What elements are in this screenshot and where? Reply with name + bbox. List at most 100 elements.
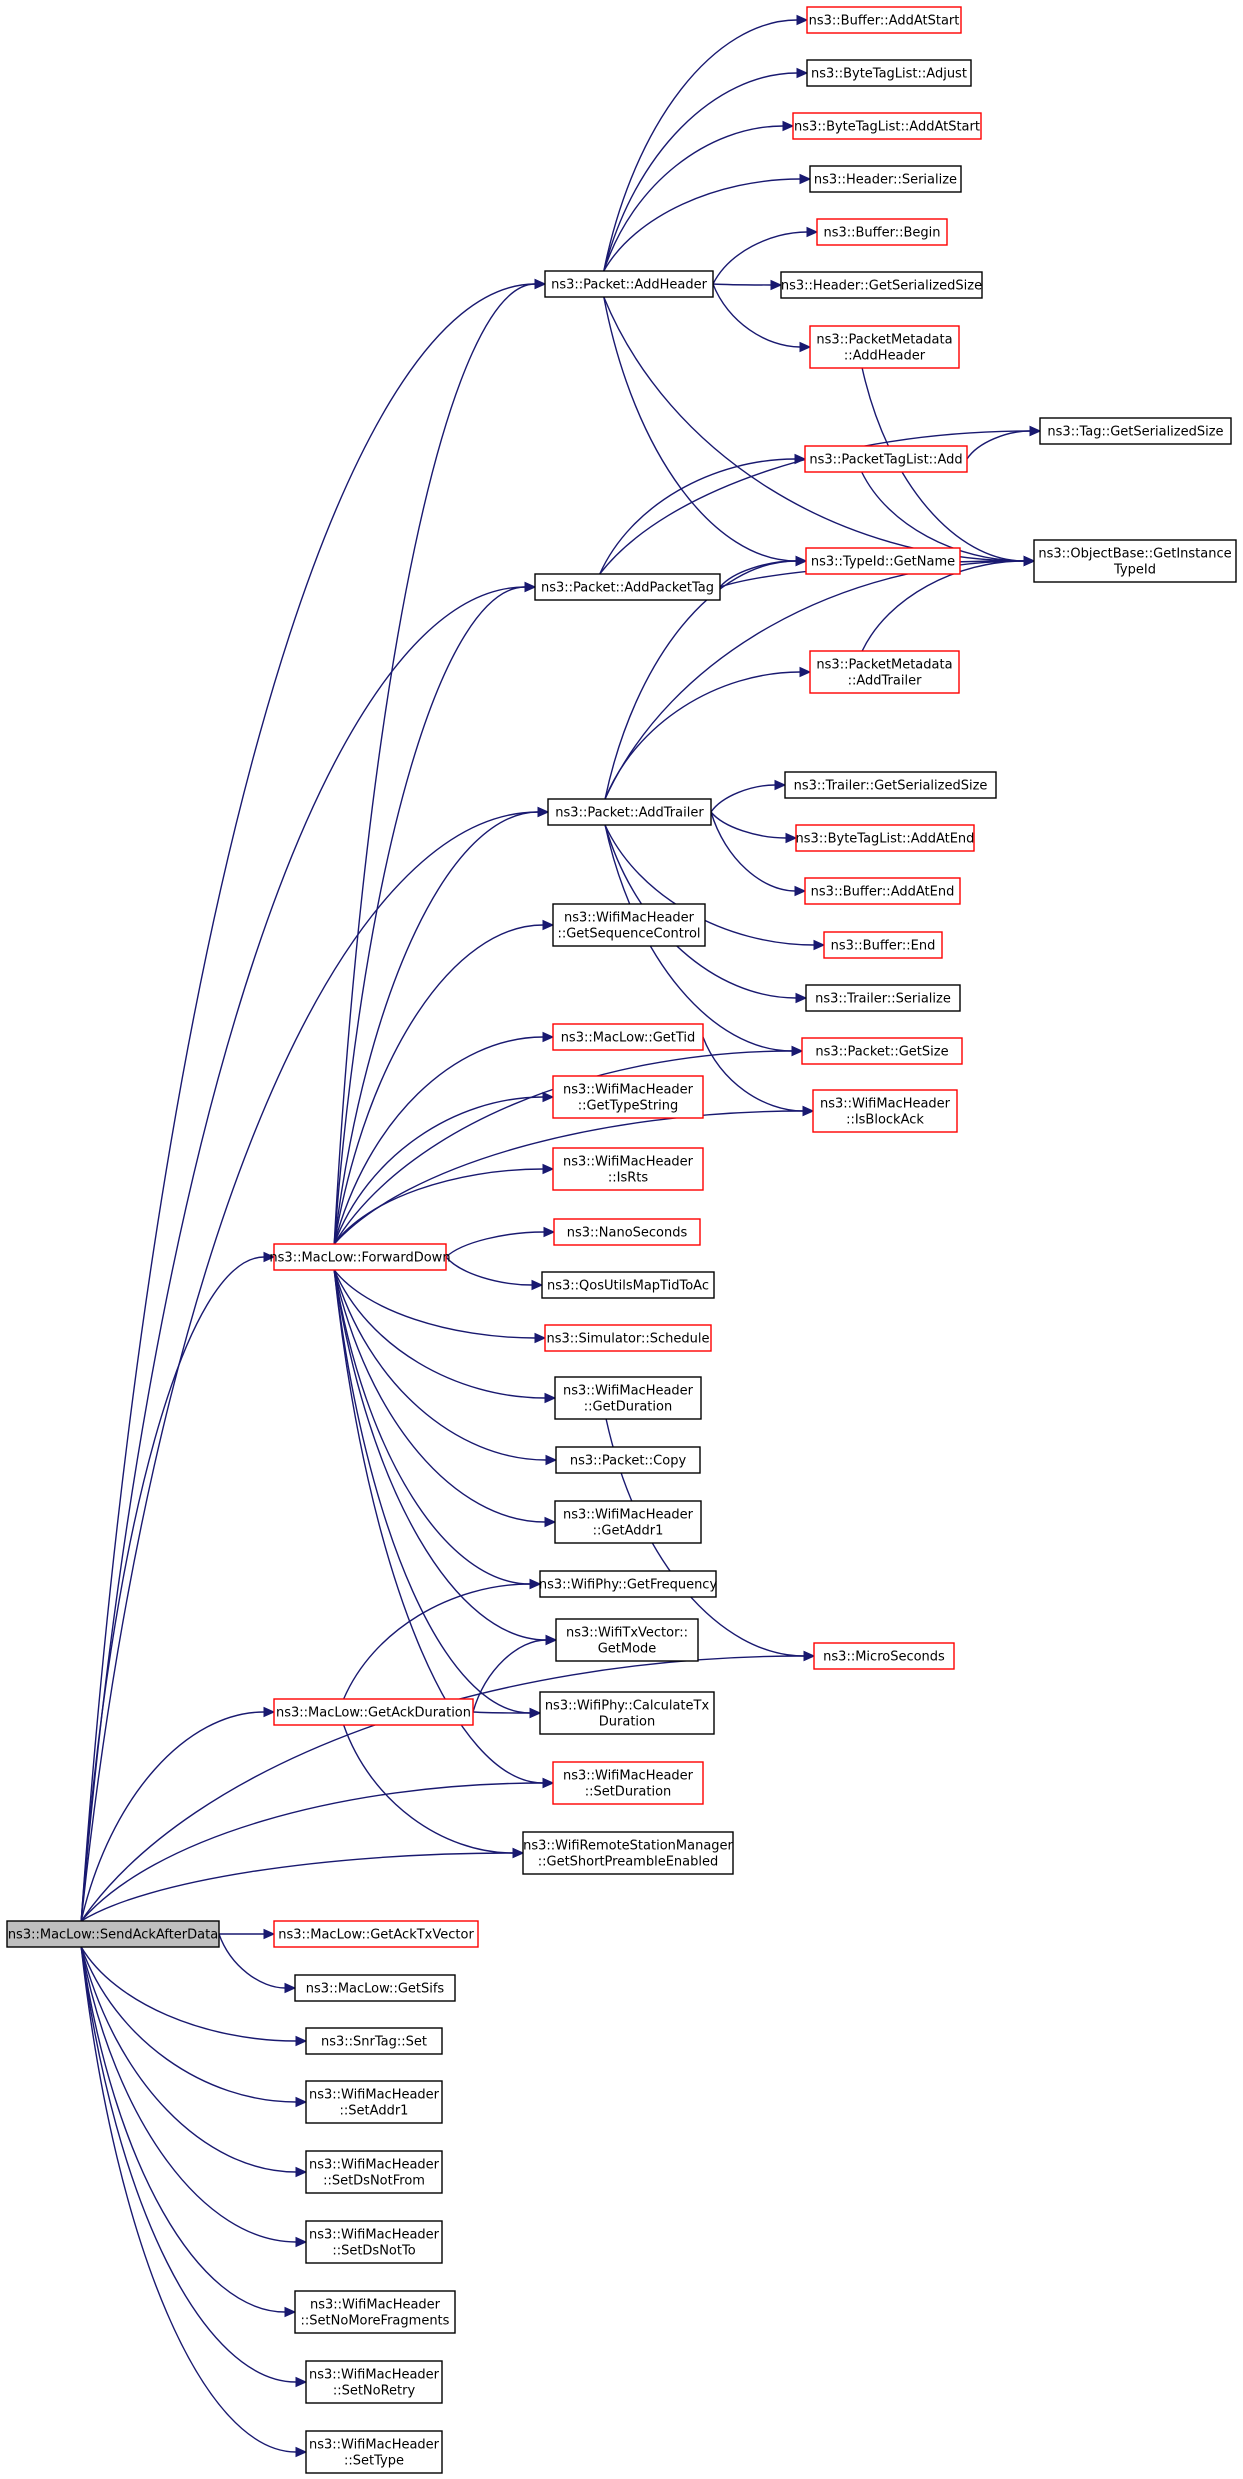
node-gsc[interactable]: ns3::WifiMacHeader::GetSequenceControl: [552, 903, 706, 947]
node-label-micros-0: ns3::MicroSeconds: [823, 1650, 945, 1665]
node-isback[interactable]: ns3::WifiMacHeader::IsBlockAck: [812, 1089, 958, 1133]
node-taggss[interactable]: ns3::Tag::GetSerializedSize: [1039, 417, 1232, 445]
node-setnmf[interactable]: ns3::WifiMacHeader::SetNoMoreFragments: [294, 2290, 456, 2334]
node-label-setdnf-1: ::SetDsNotFrom: [323, 2174, 425, 2189]
node-label-getfrq-0: ns3::WifiPhy::GetFrequency: [539, 1578, 718, 1593]
edge-addhdr-to-bufbeg: [712, 226, 819, 285]
edge-addhdr-to-bufaas: [603, 14, 809, 272]
node-setdnt[interactable]: ns3::WifiMacHeader::SetDsNotTo: [305, 2220, 443, 2264]
node-geta1[interactable]: ns3::WifiMacHeader::GetAddr1: [554, 1500, 702, 1544]
node-bufend[interactable]: ns3::Buffer::End: [823, 931, 943, 959]
node-getfrq[interactable]: ns3::WifiPhy::GetFrequency: [539, 1570, 718, 1598]
node-bufaae[interactable]: ns3::Buffer::AddAtEnd: [804, 877, 961, 905]
node-ptladd[interactable]: ns3::PacketTagList::Add: [804, 445, 968, 473]
node-tidnam[interactable]: ns3::TypeId::GetName: [805, 547, 961, 575]
node-sifs[interactable]: ns3::MacLow::GetSifs: [294, 1974, 456, 2002]
node-label-bufend-0: ns3::Buffer::End: [831, 939, 936, 954]
node-getdur[interactable]: ns3::WifiMacHeader::GetDuration: [554, 1376, 702, 1420]
edge-root-to-sifs: [218, 1933, 297, 1994]
node-pmdtrl[interactable]: ns3::PacketMetadata::AddTrailer: [809, 650, 960, 694]
node-label-seta1-1: ::SetAddr1: [340, 2104, 409, 2119]
node-acktxv[interactable]: ns3::MacLow::GetAckTxVector: [273, 1920, 479, 1948]
node-label-hdrser-0: ns3::Header::Serialize: [814, 173, 957, 188]
node-label-btladj-0: ns3::ByteTagList::Adjust: [811, 67, 967, 82]
node-isrts[interactable]: ns3::WifiMacHeader::IsRts: [552, 1147, 704, 1191]
node-label-geta1-1: ::GetAddr1: [593, 1524, 664, 1539]
node-pktgsz[interactable]: ns3::Packet::GetSize: [801, 1037, 963, 1065]
node-label-qos-0: ns3::QosUtilsMapTidToAc: [547, 1279, 709, 1294]
node-bufaas[interactable]: ns3::Buffer::AddAtStart: [806, 6, 962, 34]
node-label-setdnt-1: ::SetDsNotTo: [332, 2244, 415, 2259]
edge-root-to-gspe: [80, 1847, 525, 1922]
edge-root-to-addhdr: [80, 278, 547, 1922]
node-setdur[interactable]: ns3::WifiMacHeader::SetDuration: [552, 1761, 704, 1805]
node-label-trlser-0: ns3::Trailer::Serialize: [815, 992, 951, 1007]
node-snrset[interactable]: ns3::SnrTag::Set: [305, 2027, 443, 2055]
node-pmdhdr[interactable]: ns3::PacketMetadata::AddHeader: [809, 325, 960, 369]
node-getmode[interactable]: ns3::WifiTxVector::GetMode: [555, 1618, 699, 1662]
edge-fwd-to-gts: [333, 1091, 555, 1245]
edge-addhdr-to-btlaas: [603, 120, 795, 272]
node-label-objgit-0: ns3::ObjectBase::GetInstance: [1038, 547, 1231, 562]
node-trlgss[interactable]: ns3::Trailer::GetSerializedSize: [784, 771, 997, 799]
edge-fwd-to-pktgsz: [333, 1045, 804, 1245]
node-btlaas[interactable]: ns3::ByteTagList::AddAtStart: [792, 112, 982, 140]
node-label-isback-0: ns3::WifiMacHeader: [820, 1097, 951, 1112]
node-label-setnmf-1: ::SetNoMoreFragments: [301, 2314, 450, 2329]
node-sched[interactable]: ns3::Simulator::Schedule: [544, 1324, 712, 1352]
node-gettid[interactable]: ns3::MacLow::GetTid: [552, 1023, 704, 1051]
node-bufbeg[interactable]: ns3::Buffer::Begin: [816, 218, 948, 246]
node-copy[interactable]: ns3::Packet::Copy: [555, 1446, 701, 1474]
node-root[interactable]: ns3::MacLow::SendAckAfterData: [6, 1920, 220, 1948]
node-setnr[interactable]: ns3::WifiMacHeader::SetNoRetry: [305, 2360, 443, 2404]
node-label-taggss-0: ns3::Tag::GetSerializedSize: [1047, 425, 1223, 440]
node-label-gspe-1: ::GetShortPreambleEnabled: [538, 1855, 719, 1870]
node-label-copy-0: ns3::Packet::Copy: [570, 1454, 687, 1469]
node-addhdr[interactable]: ns3::Packet::AddHeader: [544, 270, 714, 298]
node-setdnf[interactable]: ns3::WifiMacHeader::SetDsNotFrom: [305, 2150, 443, 2194]
edge-root-to-fwd: [80, 1251, 276, 1922]
node-fwd[interactable]: ns3::MacLow::ForwardDown: [269, 1243, 451, 1271]
edge-fwd-to-geta1: [333, 1269, 557, 1528]
node-label-setdur-0: ns3::WifiMacHeader: [563, 1769, 694, 1784]
node-btlaae[interactable]: ns3::ByteTagList::AddAtEnd: [795, 824, 975, 852]
node-label-root-0: ns3::MacLow::SendAckAfterData: [8, 1928, 218, 1943]
edge-root-to-setdnf: [80, 1946, 308, 2178]
node-addtag[interactable]: ns3::Packet::AddPacketTag: [534, 573, 721, 601]
node-label-calctx-1: Duration: [599, 1715, 655, 1730]
node-label-hdrgss-0: ns3::Header::GetSerializedSize: [781, 279, 982, 294]
node-btladj[interactable]: ns3::ByteTagList::Adjust: [806, 59, 972, 87]
edge-root-to-ackdur: [80, 1706, 276, 1922]
node-settyp[interactable]: ns3::WifiMacHeader::SetType: [305, 2430, 443, 2474]
node-nanos[interactable]: ns3::NanoSeconds: [553, 1218, 701, 1246]
edge-fwd-to-addhdr: [333, 278, 547, 1245]
node-label-settyp-1: ::SetType: [344, 2454, 404, 2469]
node-seta1[interactable]: ns3::WifiMacHeader::SetAddr1: [305, 2080, 443, 2124]
node-label-addtag-0: ns3::Packet::AddPacketTag: [541, 581, 714, 596]
node-addtrl[interactable]: ns3::Packet::AddTrailer: [547, 798, 712, 826]
node-micros[interactable]: ns3::MicroSeconds: [813, 1642, 955, 1670]
node-hdrgss[interactable]: ns3::Header::GetSerializedSize: [780, 271, 983, 299]
edge-fwd-to-gsc: [333, 919, 555, 1245]
node-trlser[interactable]: ns3::Trailer::Serialize: [805, 984, 961, 1012]
node-label-btlaae-0: ns3::ByteTagList::AddAtEnd: [796, 832, 975, 847]
edge-addhdr-to-btladj: [603, 67, 809, 272]
node-hdrser[interactable]: ns3::Header::Serialize: [809, 165, 962, 193]
node-label-bufaas-0: ns3::Buffer::AddAtStart: [809, 14, 960, 29]
node-label-isrts-1: ::IsRts: [608, 1171, 648, 1186]
node-ackdur[interactable]: ns3::MacLow::GetAckDuration: [273, 1698, 474, 1726]
node-label-gettid-0: ns3::MacLow::GetTid: [561, 1031, 696, 1046]
node-label-setdnt-0: ns3::WifiMacHeader: [309, 2228, 440, 2243]
node-qos[interactable]: ns3::QosUtilsMapTidToAc: [541, 1271, 715, 1299]
edge-fwd-to-isrts: [333, 1163, 555, 1245]
node-label-pmdhdr-1: ::AddHeader: [844, 349, 926, 364]
node-gts[interactable]: ns3::WifiMacHeader::GetTypeString: [552, 1075, 704, 1119]
node-label-nanos-0: ns3::NanoSeconds: [567, 1226, 688, 1241]
node-label-setnmf-0: ns3::WifiMacHeader: [310, 2298, 441, 2313]
node-gspe[interactable]: ns3::WifiRemoteStationManager::GetShortP…: [522, 1831, 734, 1875]
node-label-gsc-0: ns3::WifiMacHeader: [564, 911, 695, 926]
node-label-gspe-0: ns3::WifiRemoteStationManager: [523, 1839, 733, 1854]
